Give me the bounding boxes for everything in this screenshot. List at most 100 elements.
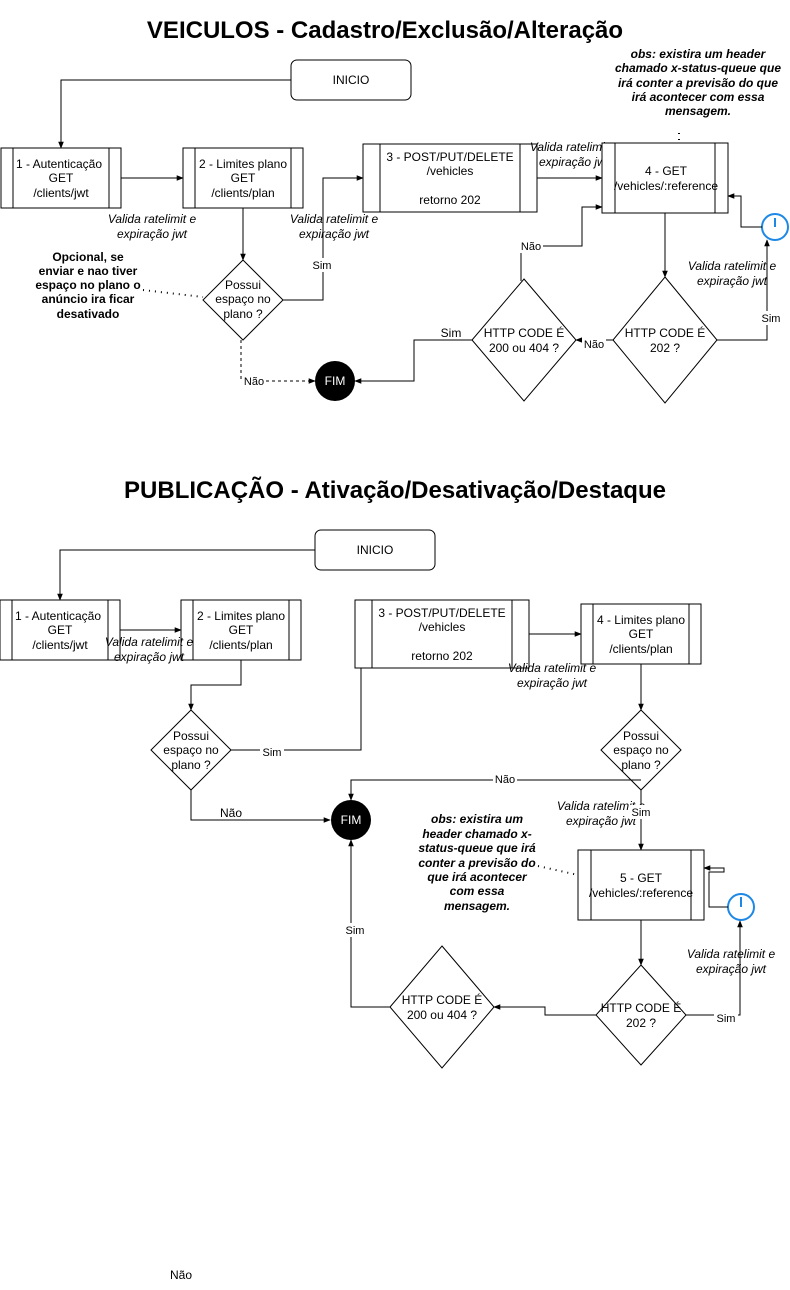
veiculos-decision-http200[interactable]: HTTP CODE É 200 ou 404 ? (471, 278, 577, 402)
edge-plan-sim-step3 (283, 175, 364, 301)
veiculos-fim-node[interactable]: FIM (315, 361, 355, 401)
pub-edge-plan2-nao-fim (348, 779, 641, 801)
pub-edge-step2-plan1 (188, 660, 242, 711)
pub-step3-line4: retorno 202 (411, 649, 473, 663)
pub-obs-connector (537, 865, 579, 876)
veiculos-obs-note: obs: existira um header chamado x-status… (615, 47, 781, 118)
edge-label-nao: Não (244, 376, 264, 388)
pub-fim-label: FIM (341, 813, 362, 827)
step4-line1: 4 - GET (645, 164, 688, 178)
decision-plan-line3: plano ? (223, 307, 263, 321)
pub-fim-node[interactable]: FIM (331, 800, 371, 840)
pub-edge-label-sim: Sim (263, 747, 282, 759)
pub-http202-line1: HTTP CODE É (601, 1000, 681, 1015)
edge-http200-sim-fim (354, 339, 472, 384)
valida-label-4b: expiração jwt (697, 274, 768, 288)
veiculos-decision-plan[interactable]: Possui espaço no plano ? (202, 259, 284, 341)
step3-line4: retorno 202 (419, 193, 481, 207)
veiculos-step2-limites[interactable]: 2 - Limites plano GET /clients/plan (182, 147, 304, 209)
pub-http200-line2: 200 ou 404 ? (407, 1008, 477, 1022)
edge-label-nao-2: Não (584, 339, 604, 351)
pub-step1-auth[interactable]: 1 - Autenticação GET /clients/jwt (0, 599, 121, 661)
edge-timer-step4 (727, 193, 762, 228)
pub-valida-label-3b: expiração jwt (566, 814, 637, 828)
step4-line2: /vehicles/:reference (614, 179, 718, 193)
veiculos-timer-icon (761, 213, 789, 241)
pub-inicio-label: INICIO (357, 543, 394, 557)
pub-obs-line1: obs: existira um (431, 812, 523, 826)
step1-line1: 1 - Autenticação (16, 157, 102, 171)
pub-valida-label-4a: Valida ratelimit e (687, 947, 776, 961)
pub-plan1-line1: Possui (173, 729, 209, 743)
pub-valida-label-3a: Valida ratelimit e (557, 799, 646, 813)
veiculos-step3-post[interactable]: 3 - POST/PUT/DELETE /vehicles retorno 20… (362, 143, 538, 213)
pub-inicio-node[interactable]: INICIO (314, 529, 436, 571)
pub-edge-label-nao-2: Não (495, 774, 515, 786)
http200-line1: HTTP CODE É (484, 325, 564, 340)
pub-step5-get[interactable]: 5 - GET /vehicles/:reference (577, 849, 705, 921)
pub-decision-http202[interactable]: HTTP CODE É 202 ? (595, 964, 687, 1066)
valida-label-2a: Valida ratelimit e (290, 212, 379, 226)
pub-edge-plan1-nao-fim (190, 790, 331, 823)
step2-line1: 2 - Limites plano (199, 157, 287, 171)
pub-step2-limites[interactable]: 2 - Limites plano GET /clients/plan (180, 599, 302, 661)
obs-line5: mensagem. (665, 104, 731, 118)
pub-obs-note: obs: existira um header chamado x- statu… (418, 812, 536, 913)
veiculos-opcional-note: Opcional, se enviar e nao tiver espaço n… (35, 250, 140, 321)
publicacao-title: PUBLICAÇÃO - Ativação/Desativação/Destaq… (124, 476, 666, 504)
pub-obs-line5: que irá acontecer (427, 870, 528, 884)
pub-step4-line3: /clients/plan (609, 642, 672, 656)
step1-line2: GET (49, 171, 74, 185)
pub-step4-line2: GET (629, 627, 654, 641)
inicio-label: INICIO (333, 73, 370, 87)
valida-label-2b: expiração jwt (299, 227, 370, 241)
edge-label-nao-3: Não (521, 241, 541, 253)
http202-line1: HTTP CODE É (625, 325, 705, 340)
pub-valida-label-2a: Valida ratelimit e (508, 661, 597, 675)
pub-step4-limites[interactable]: 4 - Limites plano GET /clients/plan (580, 603, 702, 665)
pub-http202-line2: 202 ? (626, 1016, 656, 1030)
edge-http200-nao-step4 (520, 204, 603, 281)
valida-label-3a: Valida ratelimit e (530, 140, 619, 154)
valida-label-4a: Valida ratelimit e (688, 259, 777, 273)
pub-step3-line1: 3 - POST/PUT/DELETE (378, 606, 505, 620)
edge-label-sim-3: Sim (441, 326, 462, 340)
pub-step1-line1: 1 - Autenticação (15, 609, 101, 623)
obs-line4: irá acontecer com essa (632, 90, 765, 104)
pub-obs-line6: com essa (450, 884, 505, 898)
edge-http202-sim-timer (717, 239, 770, 341)
opcional-line1: Opcional, se (52, 250, 124, 264)
pub-obs-line4: conter a previsão do (418, 856, 535, 870)
pub-step4-line1: 4 - Limites plano (597, 613, 685, 627)
pub-decision-http200[interactable]: HTTP CODE É 200 ou 404 ? (389, 945, 495, 1069)
veiculos-step1-auth[interactable]: 1 - Autenticação GET /clients/jwt (0, 147, 122, 209)
veiculos-decision-http202[interactable]: HTTP CODE É 202 ? (612, 276, 718, 404)
edge-label-sim: Sim (313, 260, 332, 272)
decision-plan-line2: espaço no (215, 292, 271, 306)
valida-label-1b: expiração jwt (117, 227, 188, 241)
pub-plan2-line2: espaço no (613, 743, 669, 757)
http200-line2: 200 ou 404 ? (489, 341, 559, 355)
pub-edge-plan1-sim-step3 (231, 668, 362, 751)
pub-step3-line2: /vehicles (419, 620, 466, 634)
valida-label-1a: Valida ratelimit e (108, 212, 197, 226)
pub-decision-plan1[interactable]: Possui espaço no plano ? (150, 709, 232, 791)
opcional-line5: desativado (57, 307, 120, 321)
pub-edge-label-sim-3: Sim (717, 1013, 736, 1025)
fim-label: FIM (325, 374, 346, 388)
pub-valida-label-4b: expiração jwt (696, 962, 767, 976)
pub-step3-post[interactable]: 3 - POST/PUT/DELETE /vehicles retorno 20… (354, 599, 530, 669)
pub-step5-line2: /vehicles/:reference (589, 886, 693, 900)
obs-line1: obs: existira um header (631, 47, 767, 61)
pub-decision-plan2[interactable]: Possui espaço no plano ? (600, 709, 682, 791)
veiculos-inicio-node[interactable]: INICIO (290, 59, 412, 101)
pub-plan2-line3: plano ? (621, 758, 661, 772)
opcional-line4: anúncio ira ficar (42, 292, 135, 306)
pub-step2-line2: GET (229, 623, 254, 637)
pub-edge-label-sim-4: Sim (346, 925, 365, 937)
pub-edge-http202-nao-http200 (493, 1004, 596, 1016)
decision-plan-line1: Possui (225, 278, 261, 292)
veiculos-step4-get[interactable]: 4 - GET /vehicles/:reference (601, 142, 729, 214)
opcional-connector (142, 289, 204, 298)
